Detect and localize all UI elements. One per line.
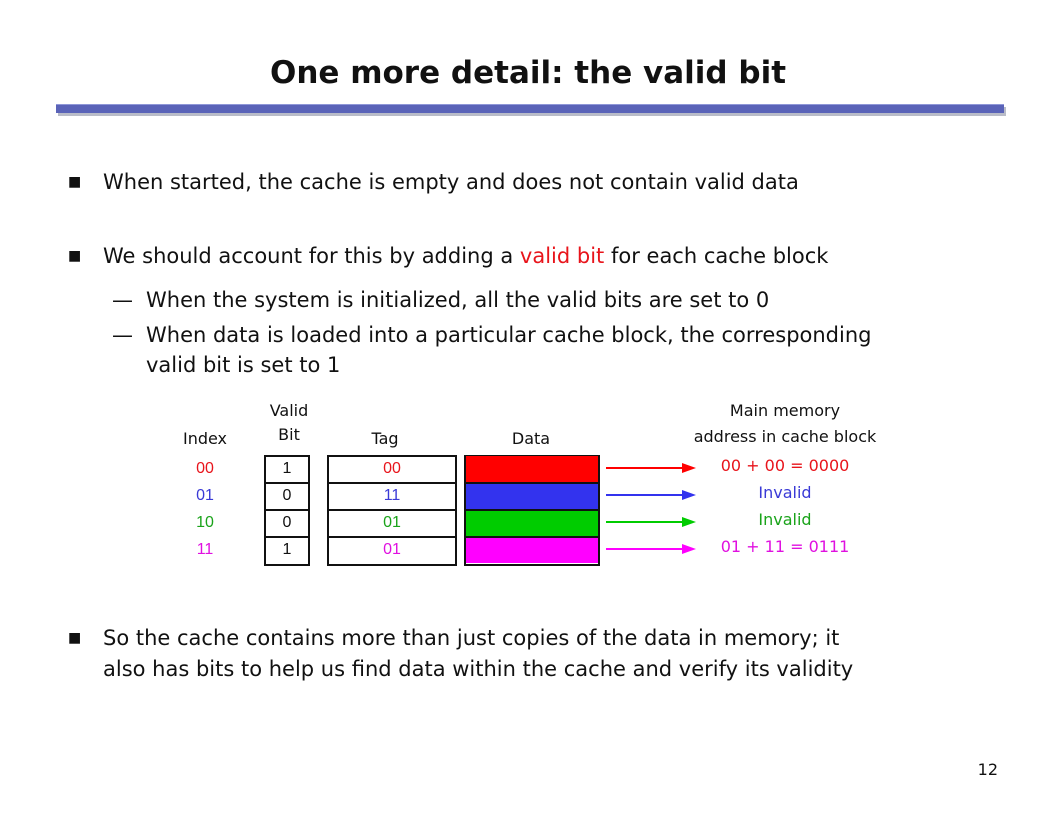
- row-divider: [327, 536, 457, 538]
- row-valid-bit: 0: [282, 514, 292, 531]
- row-index: 01: [196, 487, 214, 504]
- header-memory-line2: address in cache block: [693, 427, 877, 446]
- row-data-block: [466, 510, 598, 536]
- row-data-block: [466, 456, 598, 482]
- sub-bullet-2-text-line1: When data is loaded into a particular ca…: [146, 323, 872, 347]
- header-tag: Tag: [371, 429, 399, 448]
- row-valid-bit: 1: [282, 460, 292, 477]
- header-valid-line2: Bit: [278, 425, 300, 444]
- bullet-3-text-line1: So the cache contains more than just cop…: [103, 626, 840, 650]
- row-tag: 11: [383, 487, 401, 504]
- row-memory-address: Invalid: [758, 483, 812, 502]
- bullet-3-text-line2: also has bits to help us find data withi…: [103, 657, 854, 681]
- row-data-block: [466, 537, 598, 563]
- row-tag: 00: [383, 460, 401, 477]
- row-divider: [264, 509, 310, 511]
- header-data: Data: [511, 429, 551, 448]
- square-bullet-icon: ■: [68, 248, 82, 264]
- row-data-block: [466, 483, 598, 509]
- square-bullet-icon: ■: [68, 174, 82, 190]
- title-underline-bar: [56, 104, 1004, 113]
- bullet-2-text: We should account for this by adding a v…: [103, 242, 828, 270]
- row-divider: [464, 509, 600, 511]
- row-tag: 01: [383, 514, 401, 531]
- bullet-1-text: When started, the cache is empty and doe…: [103, 170, 799, 194]
- bullet-2-text-end: for each cache block: [604, 244, 829, 268]
- dash-bullet-icon: —: [112, 288, 133, 312]
- header-index: Index: [182, 429, 228, 448]
- row-arrow-icon: [606, 463, 696, 473]
- row-index: 11: [196, 541, 214, 558]
- row-tag: 01: [383, 541, 401, 558]
- row-divider: [464, 536, 600, 538]
- header-valid-line1: Valid: [269, 401, 309, 420]
- row-divider: [264, 482, 310, 484]
- row-divider: [464, 482, 600, 484]
- row-index: 00: [196, 460, 214, 477]
- valid-bit-highlight: valid bit: [519, 244, 605, 268]
- row-arrow-icon: [606, 490, 696, 500]
- header-memory-line1: Main memory: [729, 401, 841, 420]
- bullet-2-text-start: We should account for this by adding a: [103, 244, 520, 268]
- sub-bullet-2-text-line2: valid bit is set to 1: [146, 353, 341, 377]
- row-valid-bit: 1: [282, 541, 292, 558]
- slide-title: One more detail: the valid bit: [269, 55, 787, 91]
- row-memory-address: 01 + 11 = 0111: [720, 537, 850, 556]
- row-arrow-icon: [606, 544, 696, 554]
- row-divider: [327, 509, 457, 511]
- row-arrow-icon: [606, 517, 696, 527]
- row-memory-address: Invalid: [758, 510, 812, 529]
- row-valid-bit: 0: [282, 487, 292, 504]
- row-index: 10: [196, 514, 214, 531]
- square-bullet-icon: ■: [68, 630, 82, 646]
- page-number: 12: [977, 760, 998, 779]
- dash-bullet-icon: —: [112, 323, 133, 347]
- sub-bullet-1-text: When the system is initialized, all the …: [146, 288, 770, 312]
- arrow-layer: [606, 463, 696, 554]
- row-divider: [327, 482, 457, 484]
- row-memory-address: 00 + 00 = 0000: [720, 456, 850, 475]
- row-divider: [264, 536, 310, 538]
